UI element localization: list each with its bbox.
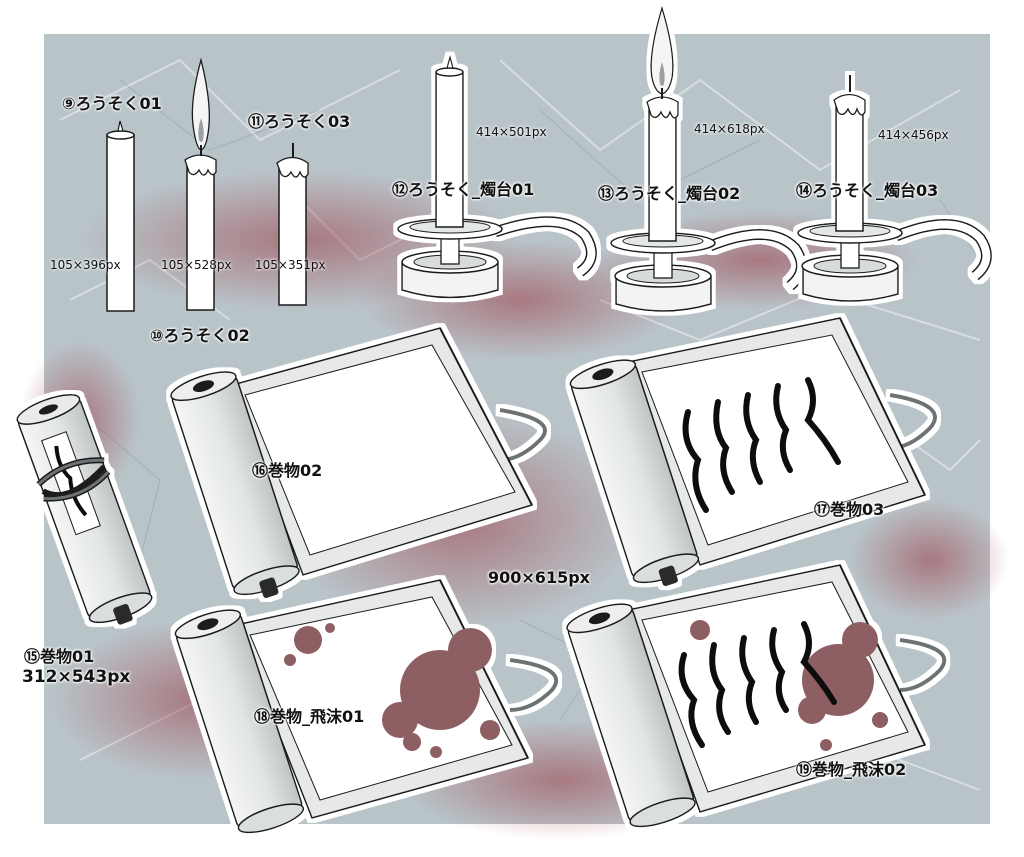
scroll-15-rolled xyxy=(16,394,153,625)
candle-holder-12-size: 414×501px xyxy=(476,125,547,139)
candle-holder-13-size: 414×618px xyxy=(694,122,765,136)
scroll-15-name: ⑮巻物01 xyxy=(24,647,95,666)
candle-10-name: ⑩ろうそく02 xyxy=(150,326,250,345)
candle-09 xyxy=(106,120,135,312)
candle-09-size: 105×396px xyxy=(50,258,121,272)
scroll-18-name: ⑱巻物_飛沫01 xyxy=(254,707,365,726)
candle-holder-12-name: ⑫ろうそく_燭台01 xyxy=(392,180,535,199)
scroll-19-writing-splash xyxy=(566,564,947,828)
scroll-17-writing xyxy=(569,317,937,587)
candle-11-name: ⑪ろうそく03 xyxy=(248,112,351,131)
scroll-16-name: ⑯巻物02 xyxy=(252,461,323,480)
candle-holder-14 xyxy=(797,75,992,302)
candle-holder-14-name: ⑭ろうそく_燭台03 xyxy=(796,181,939,200)
candle-10 xyxy=(184,57,217,311)
scroll-17-name: ⑰巻物03 xyxy=(814,500,885,519)
candle-holder-14-size: 414×456px xyxy=(878,128,949,142)
candle-11-size: 105×351px xyxy=(255,258,326,272)
scroll-18-splash xyxy=(174,579,559,834)
scroll-19-name: ⑲巻物_飛沫02 xyxy=(796,760,907,779)
scroll-15-size: 312×543px xyxy=(22,667,131,687)
candle-10-size: 105×528px xyxy=(161,258,232,272)
scroll-shared-size: 900×615px xyxy=(488,568,590,587)
candle-holder-13-name: ⑬ろうそく_燭台02 xyxy=(598,184,741,203)
candle-holder-13 xyxy=(610,5,807,312)
candle-11 xyxy=(276,143,309,306)
candle-holder-12 xyxy=(397,54,597,299)
candle-09-name: ⑨ろうそく01 xyxy=(62,94,162,113)
scroll-16-blank xyxy=(170,327,547,599)
